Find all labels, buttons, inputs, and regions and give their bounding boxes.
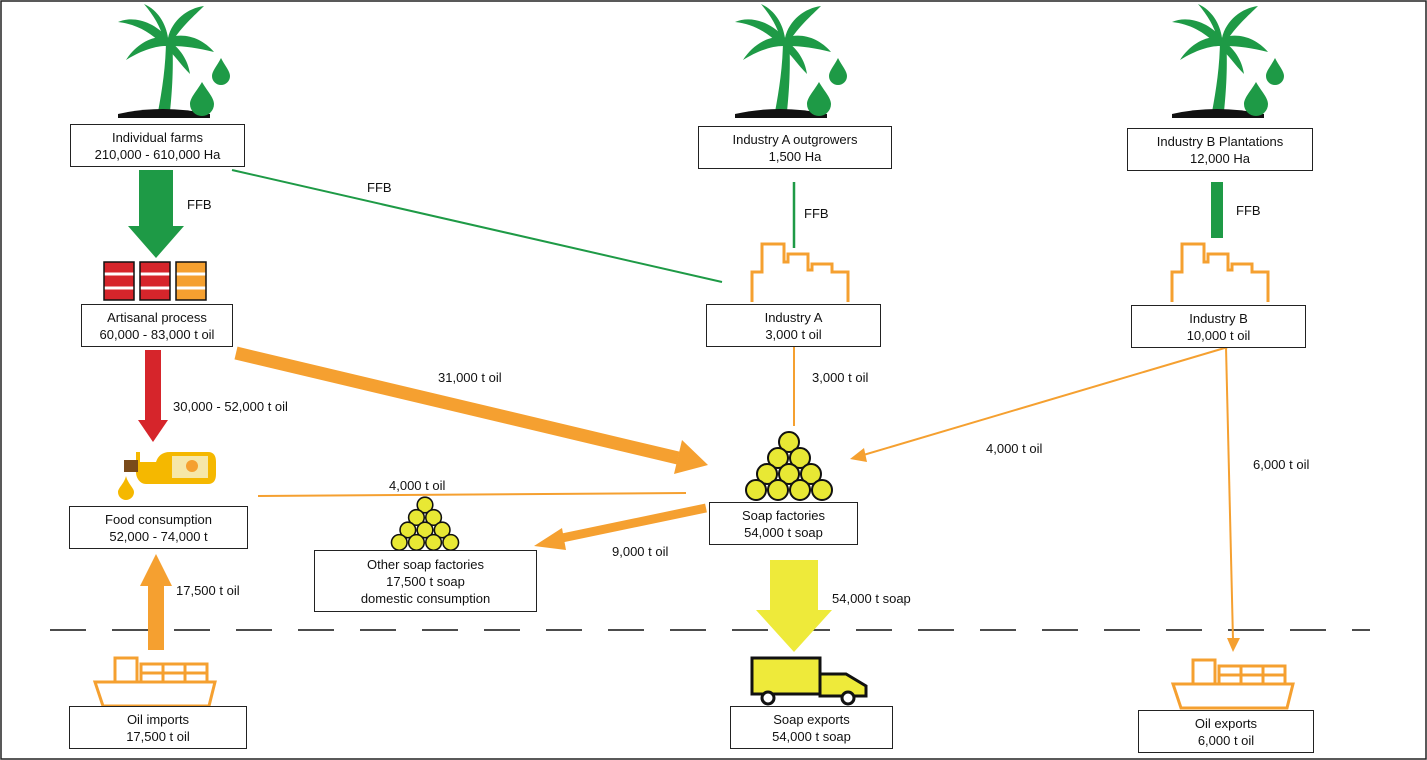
node-title: Industry B Plantations — [1156, 133, 1284, 149]
soap-pyramid-icon — [745, 431, 833, 501]
node-value: 52,000 - 74,000 t — [109, 528, 208, 544]
node-other-soap-factories: Other soap factories 17,500 t soap domes… — [314, 550, 537, 612]
node-value: 54,000 t soap — [772, 728, 851, 744]
node-title: Industry B — [1189, 310, 1248, 326]
node-value: 10,000 t oil — [1186, 327, 1251, 343]
flow-farms-to-artisanal-arrow — [128, 170, 184, 258]
node-value: 12,000 Ha — [1190, 150, 1250, 166]
node-title: Industry A outgrowers — [732, 131, 858, 147]
node-industry-b: Industry B 10,000 t oil — [1131, 305, 1306, 348]
flow-plantations-to-industry-b-bar — [1211, 182, 1223, 238]
node-title: Other soap factories — [366, 556, 485, 572]
flow-label: 4,000 t oil — [986, 441, 1043, 456]
flow-imports-to-food-arrow — [140, 554, 172, 650]
node-value: 17,500 t oil — [126, 728, 190, 744]
node-food-consumption: Food consumption 52,000 - 74,000 t — [69, 506, 248, 549]
flow-label: 30,000 - 52,000 t oil — [173, 399, 288, 414]
flow-label: FFB — [367, 180, 392, 195]
node-artisanal-process: Artisanal process 60,000 - 83,000 t oil — [81, 304, 233, 347]
node-individual-farms: Individual farms 210,000 - 610,000 Ha — [70, 124, 245, 167]
flow-label: 54,000 t soap — [832, 591, 911, 606]
node-value: 3,000 t oil — [765, 326, 822, 342]
truck-icon — [750, 656, 868, 706]
node-title: Oil imports — [126, 711, 190, 727]
flow-label: 17,500 t oil — [176, 583, 240, 598]
node-value: 1,500 Ha — [768, 148, 822, 164]
flow-soap-to-exports-arrow — [756, 560, 832, 652]
node-title: Artisanal process — [107, 309, 207, 325]
flow-soap-to-other-arrow — [534, 503, 707, 550]
flow-label: 4,000 t oil — [389, 478, 446, 493]
factory-icon — [1170, 242, 1270, 304]
flow-industry-b-to-soap-arrow — [850, 346, 1229, 462]
oil-barrels-icon — [102, 260, 208, 302]
node-oil-exports: Oil exports 6,000 t oil — [1138, 710, 1314, 753]
node-value: 6,000 t oil — [1197, 732, 1255, 748]
node-title: Industry A — [764, 309, 823, 325]
flow-label: FFB — [1236, 203, 1261, 218]
node-title: Soap exports — [773, 711, 850, 727]
node-value: 54,000 t soap — [744, 524, 823, 540]
node-title: Soap factories — [741, 507, 826, 523]
node-industry-a: Industry A 3,000 t oil — [706, 304, 881, 347]
node-value: 210,000 - 610,000 Ha — [94, 146, 221, 162]
flow-industry-b-to-exports-arrow — [1225, 346, 1240, 652]
ship-icon — [93, 656, 217, 708]
palm-tree-icon — [1172, 4, 1284, 118]
flow-label: 9,000 t oil — [612, 544, 669, 559]
flow-label: 6,000 t oil — [1253, 457, 1310, 472]
flow-farms-to-industry-a-line — [231, 169, 723, 283]
flow-soap-to-food-line — [257, 492, 687, 497]
flow-label: 31,000 t oil — [438, 370, 502, 385]
node-extra: domestic consumption — [360, 590, 491, 606]
node-soap-factories: Soap factories 54,000 t soap — [709, 502, 858, 545]
node-title: Food consumption — [105, 511, 212, 527]
node-oil-imports: Oil imports 17,500 t oil — [69, 706, 247, 749]
flow-label: FFB — [804, 206, 829, 221]
node-industry-a-outgrowers: Industry A outgrowers 1,500 Ha — [698, 126, 892, 169]
flow-artisanal-to-soap-arrow — [234, 346, 708, 474]
node-title: Individual farms — [111, 129, 204, 145]
factory-icon — [750, 242, 850, 304]
palm-tree-icon — [735, 4, 847, 118]
node-value: 60,000 - 83,000 t oil — [99, 326, 215, 342]
ship-icon — [1171, 658, 1295, 710]
palm-tree-icon — [118, 4, 230, 118]
flow-label: FFB — [187, 197, 212, 212]
node-title: Oil exports — [1194, 715, 1258, 731]
node-value: 17,500 t soap — [386, 573, 465, 589]
node-soap-exports: Soap exports 54,000 t soap — [730, 706, 893, 749]
oil-bottle-icon — [118, 452, 216, 500]
soap-pyramid-icon — [390, 496, 460, 552]
flow-label: 3,000 t oil — [812, 370, 869, 385]
flow-artisanal-to-food-arrow — [138, 350, 168, 442]
node-industry-b-plantations: Industry B Plantations 12,000 Ha — [1127, 128, 1313, 171]
